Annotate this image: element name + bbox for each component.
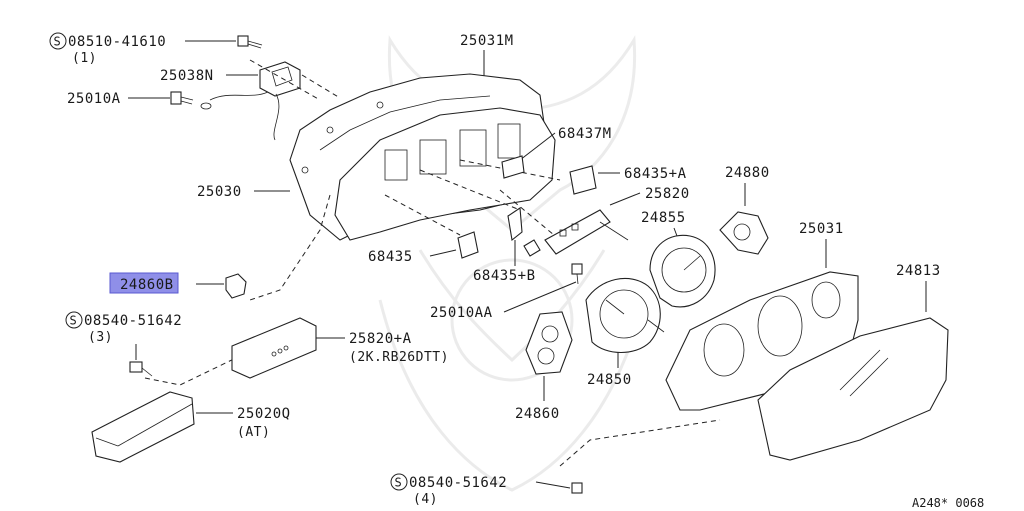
label-24850: 24850 xyxy=(587,372,632,388)
board-25820a-callout[interactable]: 25820+A (2K.RB26DTT) xyxy=(313,331,449,365)
label-24880: 24880 xyxy=(725,165,770,181)
gauge-24880-part xyxy=(719,211,769,255)
bulb-socket-24860b-part xyxy=(225,273,247,299)
screw-25010a-callout[interactable]: 25010A xyxy=(67,91,170,107)
board-25820-part xyxy=(523,209,629,257)
label-08540-51642-left: 08540-51642 xyxy=(84,313,182,329)
speedo-24850-part xyxy=(585,277,665,353)
label-08540-51642-bottom: 08540-51642 xyxy=(409,475,507,491)
highlight-box xyxy=(109,272,179,294)
mask-25031-callout[interactable]: 25031 xyxy=(799,221,844,268)
screw-symbol-icon-left xyxy=(65,311,83,329)
board-25820-callout[interactable]: 25820 xyxy=(609,186,690,206)
label-68435: 68435 xyxy=(368,249,413,265)
screw-symbol-text-left: S xyxy=(70,314,77,328)
note-25820a: (2K.RB26DTT) xyxy=(349,350,449,365)
plate-68435-callout[interactable]: 68435 xyxy=(368,249,457,265)
label-68435a: 68435+A xyxy=(624,166,687,182)
screw-25010a-part xyxy=(170,91,212,110)
label-25010a: 25010A xyxy=(67,91,121,107)
tacho-24855-part xyxy=(649,234,716,308)
bracket-25038n-callout[interactable]: 25038N xyxy=(160,68,258,84)
screw-08540-51642-left-callout[interactable]: S 08540-51642 (3) xyxy=(65,311,182,360)
screw-symbol-text-bottom: S xyxy=(395,476,402,490)
screw-25010aa-part xyxy=(571,263,583,285)
screw-left-part xyxy=(129,361,153,377)
plate-68435a-part xyxy=(569,165,597,195)
gauge-24860-callout[interactable]: 24860 xyxy=(515,376,560,422)
screw-symbol-text: S xyxy=(54,35,61,49)
glass-24813-part xyxy=(757,317,949,461)
diagram-reference-code: A248* 0068 xyxy=(912,496,984,510)
module-25020q-part xyxy=(91,391,195,463)
glass-24813-callout[interactable]: 24813 xyxy=(896,263,941,312)
label-25031m: 25031M xyxy=(460,33,514,49)
plate-68435b-part xyxy=(507,207,523,242)
gauge-24880-callout[interactable]: 24880 xyxy=(725,165,770,206)
case-25030-callout[interactable]: 25030 xyxy=(197,184,290,200)
label-24860b: 24860B xyxy=(120,277,174,293)
label-24855: 24855 xyxy=(641,210,686,226)
back-panel-25031m-callout[interactable]: 25031M xyxy=(460,33,514,80)
bulb-socket-24860b-callout[interactable]: 24860B xyxy=(109,272,224,294)
qty-08540-51642-bottom: (4) xyxy=(413,492,438,507)
bracket-25038n-part xyxy=(209,61,301,141)
screw-top-part xyxy=(237,35,263,49)
case-25030-part xyxy=(334,107,556,241)
screw-symbol-icon xyxy=(49,32,67,50)
label-68437m: 68437M xyxy=(558,126,612,142)
label-24860: 24860 xyxy=(515,406,560,422)
screw-bottom-part xyxy=(571,482,583,494)
label-25010aa: 25010AA xyxy=(430,305,493,321)
module-25020q-callout[interactable]: 25020Q (AT) xyxy=(196,406,291,440)
label-25820a: 25820+A xyxy=(349,331,412,347)
label-25820: 25820 xyxy=(645,186,690,202)
screw-25010aa-callout[interactable]: 25010AA xyxy=(430,281,577,321)
screw-08510-41610-callout[interactable]: S 08510-41610 (1) xyxy=(49,32,236,66)
plate-68435-part xyxy=(457,231,479,259)
gauge-24860-part xyxy=(525,311,573,375)
plate-68437m-callout[interactable]: 68437M xyxy=(519,126,612,161)
plate-68435a-callout[interactable]: 68435+A xyxy=(598,166,687,182)
plate-68435b-callout[interactable]: 68435+B xyxy=(473,240,536,284)
label-25031: 25031 xyxy=(799,221,844,237)
label-25038n: 25038N xyxy=(160,68,214,84)
label-25020q: 25020Q xyxy=(237,406,291,422)
board-25820a-part xyxy=(231,317,317,379)
qty-08510-41610: (1) xyxy=(72,51,97,66)
note-25020q: (AT) xyxy=(237,425,270,440)
label-25030: 25030 xyxy=(197,184,242,200)
label-68435b: 68435+B xyxy=(473,268,536,284)
plate-68437m-part xyxy=(501,155,525,179)
label-24813: 24813 xyxy=(896,263,941,279)
qty-08540-51642-left: (3) xyxy=(88,330,113,345)
screw-08540-51642-bottom-callout[interactable]: S 08540-51642 (4) xyxy=(390,473,571,507)
label-08510-41610: 08510-41610 xyxy=(68,34,166,50)
screw-symbol-icon-bottom xyxy=(390,473,408,491)
